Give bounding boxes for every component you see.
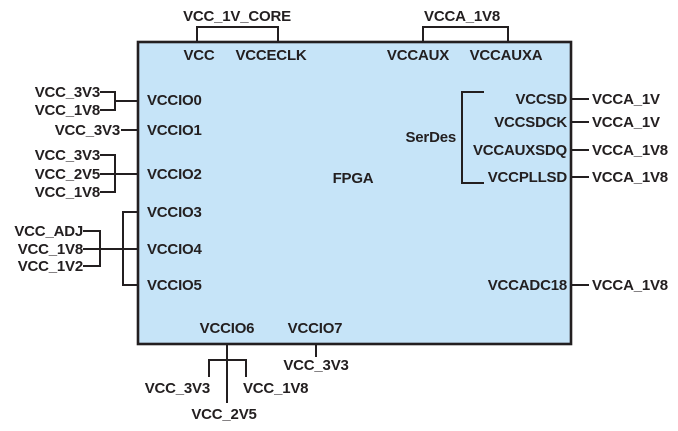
connector-left-vccio0	[100, 91, 139, 111]
serdes-group-label: SerDes	[405, 129, 456, 146]
supply-label-vcc-1v-core: VCC_1V_CORE	[183, 8, 291, 25]
supply-label-vccpllsd-vcca-1v8: VCCA_1V8	[592, 169, 668, 186]
serdes-bracket	[461, 91, 484, 184]
pin-label-vcc: VCC	[183, 47, 214, 64]
supply-label-io0-vcc-3v3: VCC_3V3	[35, 84, 100, 101]
supply-label-io1-vcc-3v3: VCC_3V3	[55, 122, 120, 139]
pin-label-vccadc18: VCCADC18	[488, 277, 567, 294]
pin-label-vccio3: VCCIO3	[147, 204, 202, 221]
pin-label-vccio1: VCCIO1	[147, 122, 202, 139]
supply-label-io7-vcc-3v3: VCC_3V3	[283, 357, 348, 374]
supply-label-io345-vcc-1v2: VCC_1V2	[18, 258, 83, 275]
chip-label: FPGA	[333, 170, 374, 187]
connector-right-stubs	[570, 98, 589, 286]
supply-label-io2-vcc-1v8: VCC_1V8	[35, 184, 100, 201]
supply-label-io6-vcc-3v3: VCC_3V3	[145, 380, 210, 397]
pin-label-vccsd: VCCSD	[515, 91, 567, 108]
pin-label-vcceclk: VCCECLK	[235, 47, 306, 64]
connector-left-vccio345	[83, 211, 139, 286]
connector-left-vccio2	[100, 154, 139, 193]
pin-label-vccio6: VCCIO6	[200, 320, 255, 337]
supply-label-vccadc18-vcca-1v8: VCCA_1V8	[592, 277, 668, 294]
pin-label-vccio0: VCCIO0	[147, 92, 202, 109]
pin-label-vccauxa: VCCAUXA	[470, 47, 543, 64]
pin-label-vccauxsdq: VCCAUXSDQ	[473, 142, 568, 159]
supply-label-vccsd-vcca-1v: VCCA_1V	[592, 91, 660, 108]
supply-label-io345-vcc-adj: VCC_ADJ	[14, 223, 83, 240]
supply-label-vccauxsdq-vcca-1v8: VCCA_1V8	[592, 142, 668, 159]
fpga-chip-body	[136, 40, 573, 346]
pin-label-vccio2: VCCIO2	[147, 166, 202, 183]
supply-label-io2-vcc-2v5: VCC_2V5	[35, 166, 100, 183]
pin-label-vccio5: VCCIO5	[147, 277, 202, 294]
pin-label-vccpllsd: VCCPLLSD	[488, 169, 568, 186]
connector-bottom-vccio6	[208, 343, 247, 403]
supply-label-io0-vcc-1v8: VCC_1V8	[35, 102, 100, 119]
supply-label-io345-vcc-1v8: VCC_1V8	[18, 241, 83, 258]
pin-label-vccsdck: VCCSDCK	[494, 114, 567, 131]
supply-label-vccsdck-vcca-1v: VCCA_1V	[592, 114, 660, 131]
supply-label-vcca-1v8-top: VCCA_1V8	[424, 8, 500, 25]
supply-label-io2-vcc-3v3: VCC_3V3	[35, 147, 100, 164]
pin-label-vccio7: VCCIO7	[288, 320, 343, 337]
pin-label-vccio4: VCCIO4	[147, 241, 203, 258]
supply-label-io6-vcc-1v8: VCC_1V8	[243, 380, 308, 397]
connector-top-brackets	[196, 26, 509, 43]
supply-label-io6-vcc-2v5: VCC_2V5	[191, 406, 256, 423]
pin-label-vccaux: VCCAUX	[387, 47, 449, 64]
